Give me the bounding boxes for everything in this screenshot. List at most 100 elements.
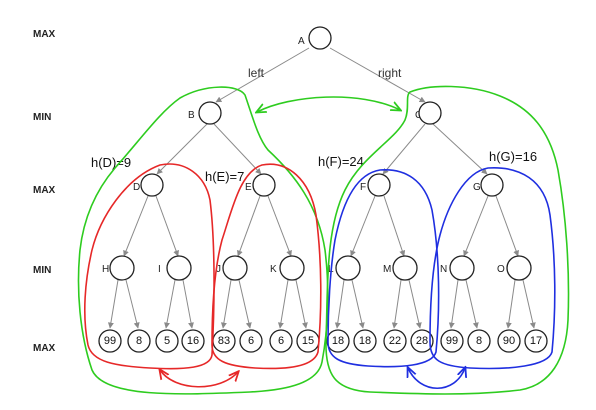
node-label-c: C [415, 110, 422, 121]
edge-k-leaf-7 [277, 279, 289, 329]
red-swap-arrow [160, 370, 238, 388]
node-label-m: M [383, 264, 391, 275]
heuristic-label-f: h(F)=24 [318, 154, 364, 169]
leaf-circle [239, 329, 263, 353]
level-label-min-2: MIN [33, 265, 51, 276]
leaf-circle [326, 329, 350, 353]
leaf-circle [410, 329, 434, 353]
node-b [198, 101, 222, 125]
leaf-circle [524, 329, 548, 353]
edge-d-h [123, 195, 149, 257]
tree-edges [107, 47, 536, 329]
leaf-value: 18 [332, 335, 344, 347]
leaf-circle [353, 329, 377, 353]
edge-b-d [156, 123, 208, 175]
edge-n-leaf-13 [448, 279, 459, 329]
leaf-circle [269, 329, 293, 353]
node-d [140, 173, 164, 197]
blue-swap-arrow [408, 368, 465, 390]
node-label-o: O [497, 264, 505, 275]
node-a [308, 26, 332, 50]
leaf-value: 6 [248, 335, 254, 347]
leaf-value: 8 [136, 335, 142, 347]
edge-n-leaf-14 [465, 279, 479, 329]
leaf-value: 28 [416, 335, 428, 347]
node-label-j: J [216, 264, 221, 275]
leaf-circle [155, 329, 179, 353]
node-o [506, 255, 532, 281]
leaf-value: 22 [389, 335, 401, 347]
node-label-k: K [270, 264, 277, 275]
edge-o-leaf-15 [505, 279, 516, 329]
level-label-min-1: MIN [33, 112, 51, 123]
node-label-e: E [245, 182, 252, 193]
heuristic-label-d: h(D)=9 [91, 155, 131, 170]
level-label-max-1: MAX [33, 29, 56, 40]
node-g [480, 173, 504, 197]
edge-l-leaf-9 [334, 279, 345, 329]
red-group-loop-d [84, 163, 215, 370]
level-label-max-3: MAX [33, 343, 56, 354]
node-h [109, 255, 135, 281]
green-swap-arrow [257, 96, 400, 112]
node-i [166, 255, 192, 281]
leaf-circle [181, 329, 205, 353]
edge-h-leaf-1 [107, 279, 119, 329]
node-label-b: B [188, 110, 195, 121]
blue-group-loop-g [429, 167, 556, 370]
branch-label-left: left [248, 66, 265, 80]
leaf-circle [383, 329, 407, 353]
blue-group-loop-f [327, 169, 440, 368]
leaf-value: 5 [164, 335, 170, 347]
red-group-loop-e [211, 163, 322, 370]
node-label-g: G [473, 182, 481, 193]
branch-label-right: right [378, 66, 402, 80]
node-label-h: H [102, 264, 109, 275]
leaf-value: 8 [476, 335, 482, 347]
heuristic-label-e: h(E)=7 [205, 169, 244, 184]
green-group-loop-right [325, 85, 570, 395]
leaf-circle [98, 329, 122, 353]
node-n [449, 255, 475, 281]
level-label-max-2: MAX [33, 185, 56, 196]
node-label-a: A [298, 36, 305, 47]
edge-i-leaf-4 [182, 279, 194, 329]
node-j [222, 255, 248, 281]
edge-a-b [215, 47, 310, 103]
node-label-i: I [158, 264, 161, 275]
edge-k-leaf-8 [295, 279, 308, 329]
leaf-value: 18 [359, 335, 371, 347]
leaf-circle [497, 329, 521, 353]
node-label-n: N [440, 264, 447, 275]
node-f [367, 173, 391, 197]
edge-f-m [383, 195, 406, 257]
edge-g-o [495, 195, 519, 257]
leaf-circle [127, 329, 151, 353]
leaf-value: 16 [187, 335, 199, 347]
edge-e-k [267, 195, 292, 257]
leaf-value: 6 [278, 335, 284, 347]
node-label-d: D [133, 182, 140, 193]
edge-d-i [155, 195, 179, 257]
edge-l-leaf-10 [351, 279, 365, 329]
edge-g-n [463, 195, 489, 257]
leaf-value: 83 [218, 335, 230, 347]
node-m [392, 255, 418, 281]
edge-b-e [213, 123, 262, 175]
edge-m-leaf-12 [408, 279, 422, 329]
edge-e-j [237, 195, 261, 257]
leaf-value: 99 [104, 335, 116, 347]
edge-i-leaf-3 [164, 279, 176, 329]
edge-o-leaf-16 [522, 279, 536, 329]
leaf-value: 15 [302, 335, 314, 347]
edge-m-leaf-11 [391, 279, 402, 329]
node-c [418, 101, 442, 125]
edge-j-leaf-5 [220, 279, 232, 329]
leaf-value: 17 [530, 335, 542, 347]
heuristic-label-g: h(G)=16 [489, 149, 537, 164]
edge-j-leaf-6 [238, 279, 252, 329]
leaf-circle [440, 329, 464, 353]
edge-c-g [432, 123, 488, 175]
leaf-circle [467, 329, 491, 353]
